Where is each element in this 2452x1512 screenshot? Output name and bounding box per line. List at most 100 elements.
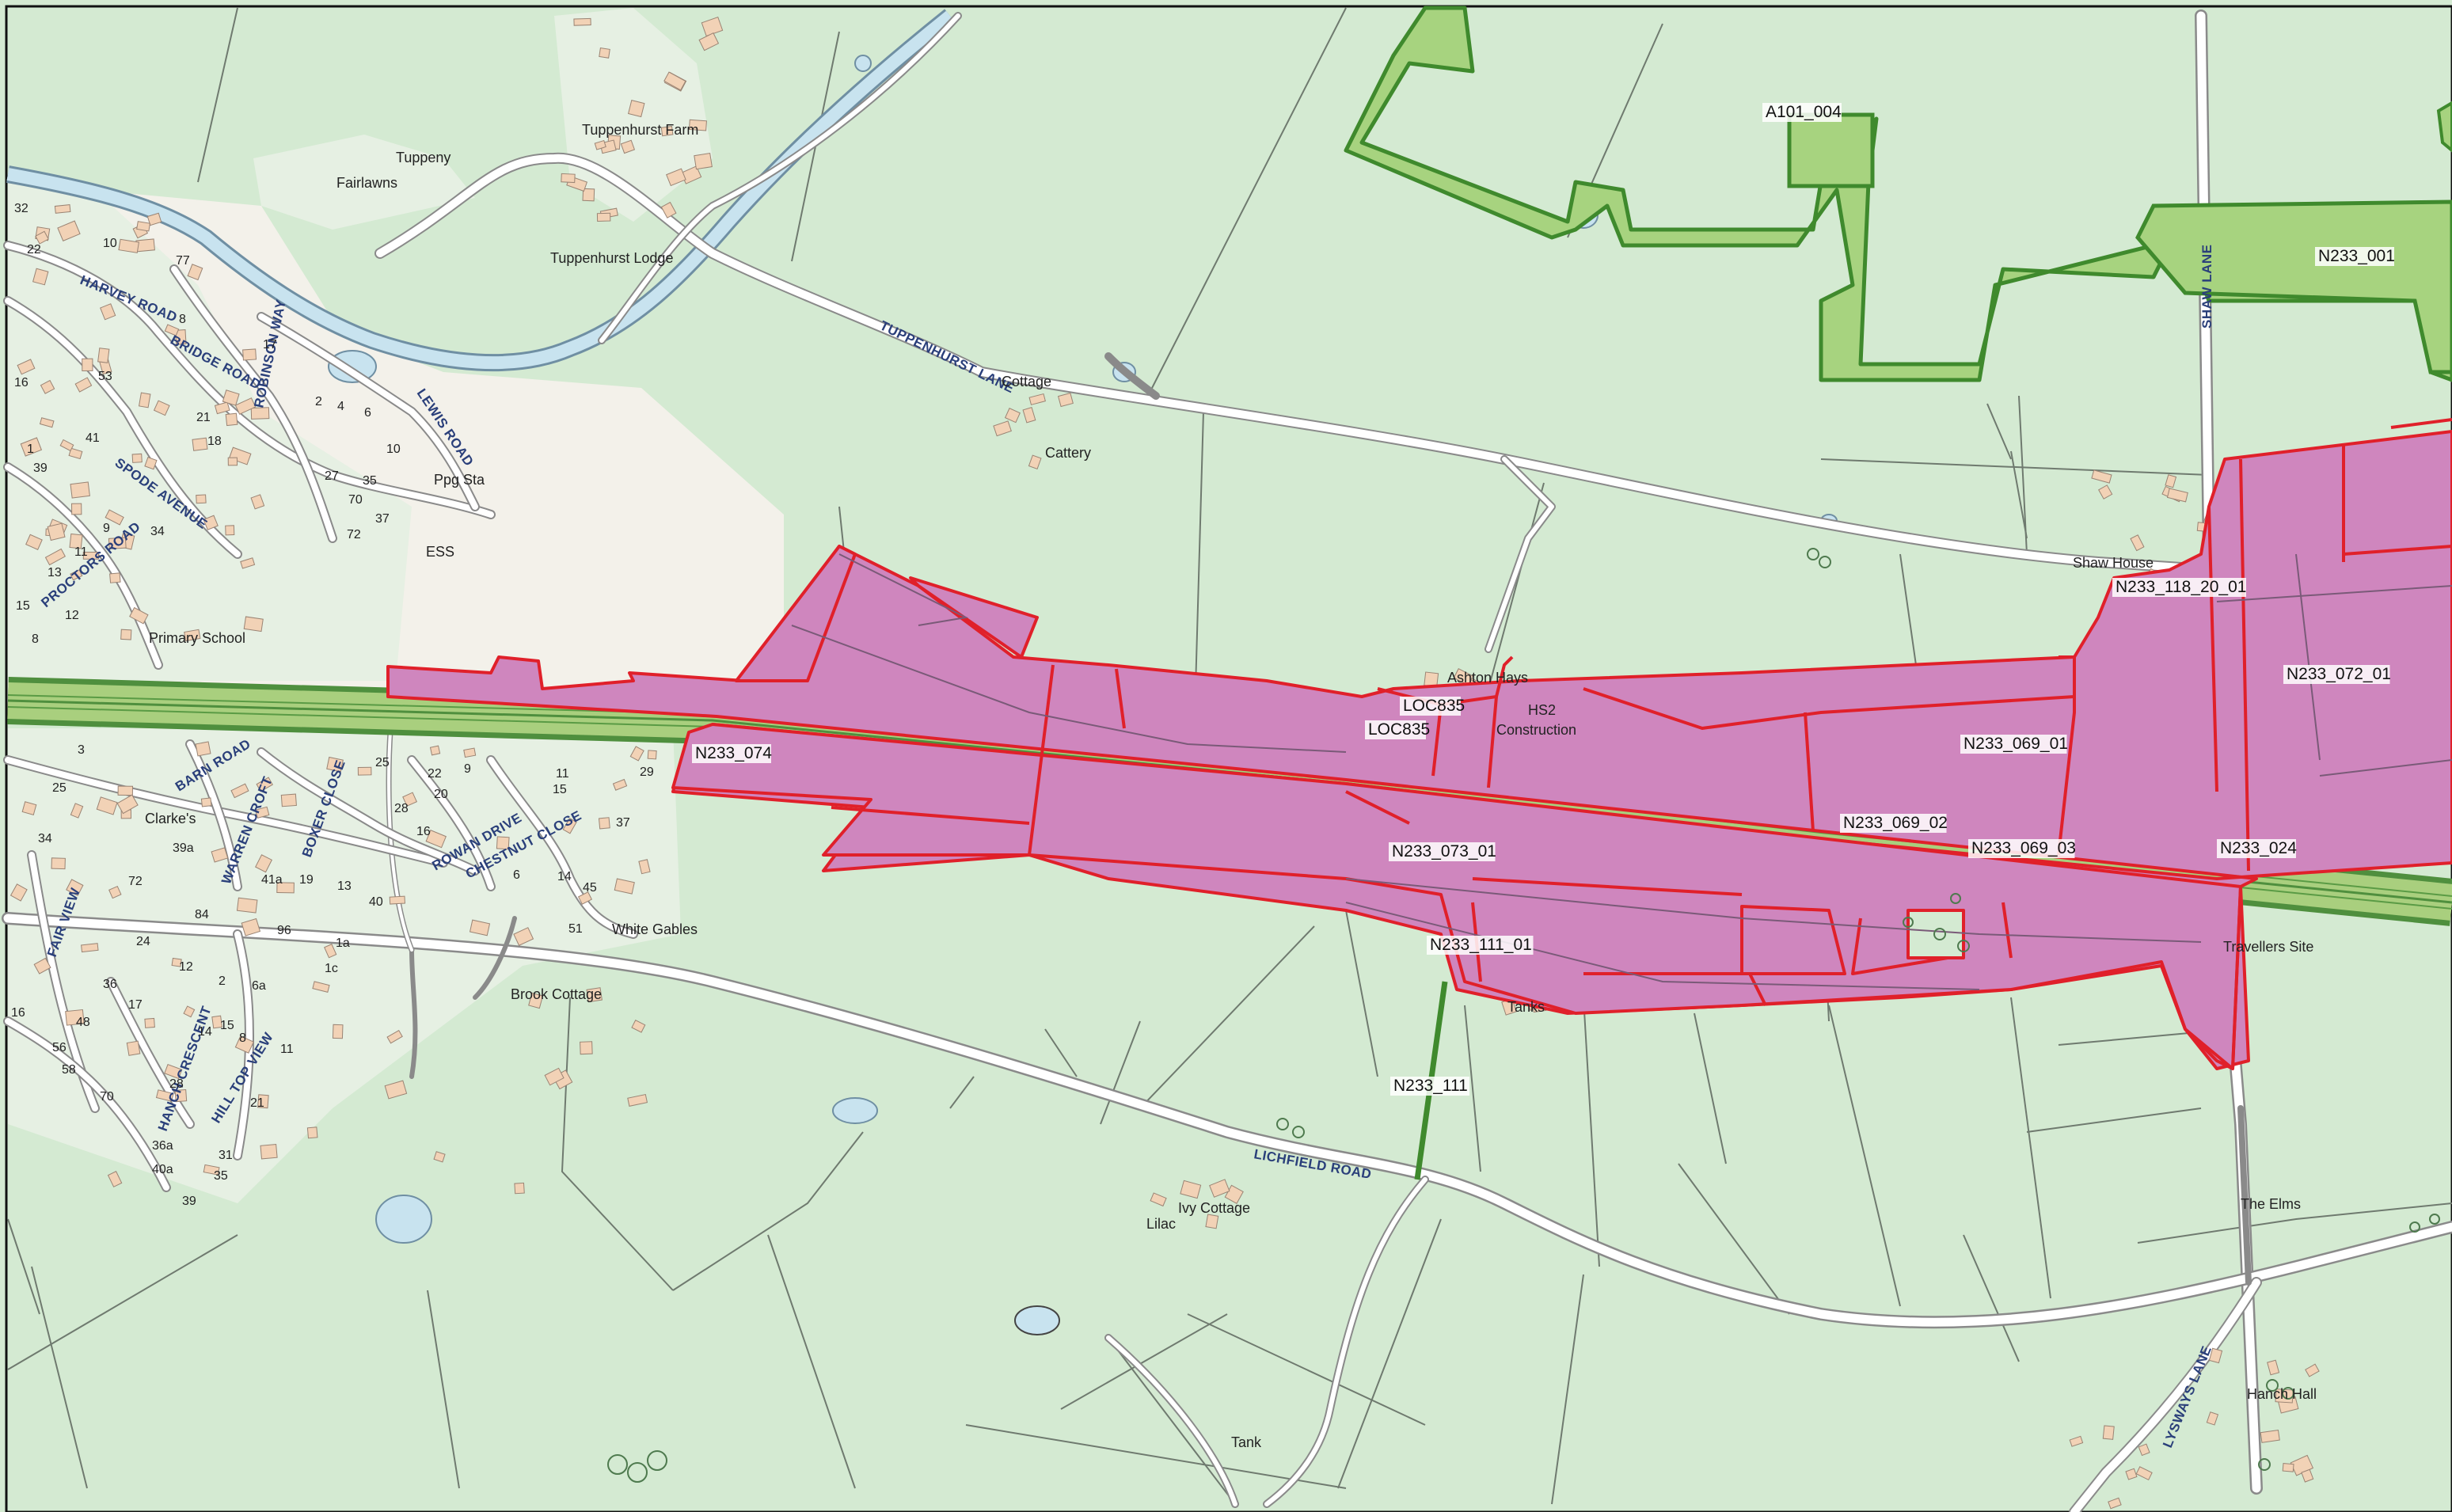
building bbox=[230, 783, 249, 799]
house-number: 22 bbox=[428, 767, 442, 781]
house-number: 16 bbox=[14, 376, 29, 389]
building bbox=[1205, 1214, 1219, 1229]
parcel-label-a101-004[interactable]: A101_004 bbox=[1762, 103, 1842, 122]
house-number: 31 bbox=[219, 1149, 233, 1162]
house-number: 1c bbox=[325, 962, 338, 975]
house-number: 36a bbox=[152, 1139, 173, 1153]
house-number: 32 bbox=[14, 202, 29, 215]
building bbox=[402, 792, 418, 807]
parcel-label-n233-001[interactable]: N233_001 bbox=[2315, 247, 2395, 266]
place-label: HS2 bbox=[1528, 702, 1556, 718]
building bbox=[594, 139, 606, 150]
parcel-label-n233-069-01[interactable]: N233_069_01 bbox=[1960, 735, 2068, 754]
parcel-label-loc835-a[interactable]: LOC835 bbox=[1400, 697, 1465, 716]
parcel-label-n233-069-02[interactable]: N233_069_02 bbox=[1840, 814, 1948, 833]
place-label: Construction bbox=[1496, 722, 1576, 738]
building bbox=[240, 557, 256, 569]
building bbox=[306, 1126, 318, 1139]
parcel-label-n233-118-20-01[interactable]: N233_118_20_01 bbox=[2112, 578, 2246, 597]
parcel-label-n233-074[interactable]: N233_074 bbox=[692, 744, 772, 763]
building bbox=[384, 1080, 408, 1100]
building bbox=[429, 745, 441, 756]
house-number: 3 bbox=[78, 743, 85, 757]
place-label: White Gables bbox=[612, 921, 698, 937]
parcel-label-n233-111[interactable]: N233_111 bbox=[1390, 1077, 1469, 1096]
building bbox=[544, 1067, 565, 1086]
building bbox=[214, 401, 230, 415]
building bbox=[2125, 1468, 2138, 1480]
house-number: 40a bbox=[152, 1163, 173, 1176]
house-number: 25 bbox=[52, 781, 67, 795]
building bbox=[70, 481, 90, 499]
building bbox=[105, 509, 124, 526]
place-label: Tuppenhurst Lodge bbox=[550, 250, 673, 266]
building bbox=[183, 1005, 196, 1018]
building bbox=[2138, 1443, 2150, 1457]
building bbox=[357, 766, 372, 776]
building bbox=[1057, 392, 1074, 408]
house-number: 14 bbox=[557, 870, 572, 883]
house-number: 77 bbox=[176, 254, 190, 268]
house-number: 53 bbox=[98, 370, 112, 383]
parcel-label-text: LOC835 bbox=[1403, 697, 1465, 715]
building bbox=[108, 885, 122, 899]
parcel-label-n233-072-01[interactable]: N233_072_01 bbox=[2283, 665, 2391, 684]
parcel-label-loc835-b[interactable]: LOC835 bbox=[1365, 720, 1430, 739]
building bbox=[222, 389, 240, 406]
building bbox=[2130, 534, 2145, 552]
building bbox=[663, 71, 686, 91]
house-number: 12 bbox=[179, 960, 193, 974]
parcel-label-n233-069-03[interactable]: N233_069_03 bbox=[1968, 839, 2076, 858]
parcel-label-background bbox=[692, 744, 771, 763]
building bbox=[577, 891, 593, 905]
parcel-label-n233-024[interactable]: N233_024 bbox=[2217, 839, 2297, 858]
building bbox=[598, 817, 610, 830]
building bbox=[573, 17, 591, 26]
parcel-label-n233-111-01[interactable]: N233_111_01 bbox=[1427, 936, 1534, 955]
building bbox=[51, 857, 66, 870]
house-number: 8 bbox=[239, 1031, 246, 1045]
building bbox=[57, 220, 81, 241]
building bbox=[144, 456, 158, 470]
building bbox=[227, 457, 238, 466]
building bbox=[25, 534, 43, 550]
house-number: 70 bbox=[348, 493, 363, 507]
parcel-label-background bbox=[2112, 578, 2246, 597]
pond-icon bbox=[375, 1195, 432, 1244]
building bbox=[1028, 454, 1042, 470]
building bbox=[203, 1164, 220, 1176]
house-number: 1a bbox=[336, 936, 350, 950]
building bbox=[1028, 393, 1046, 405]
parcel-label-text: N233_001 bbox=[2318, 247, 2395, 265]
building bbox=[463, 747, 477, 758]
parcel-label-text: N233_072_01 bbox=[2287, 665, 2391, 683]
parcel-label-background bbox=[1840, 814, 1947, 833]
building bbox=[2091, 469, 2112, 484]
building bbox=[54, 204, 71, 214]
building bbox=[627, 1093, 648, 1107]
building bbox=[138, 392, 151, 408]
building bbox=[2282, 1463, 2294, 1472]
building bbox=[236, 897, 258, 914]
building bbox=[68, 447, 83, 460]
parcel-label-n233-073-01[interactable]: N233_073_01 bbox=[1389, 842, 1496, 861]
parcel-label-text: N233_073_01 bbox=[1392, 842, 1496, 860]
building bbox=[250, 494, 265, 510]
building bbox=[153, 400, 170, 416]
house-number: 18 bbox=[207, 435, 222, 448]
building bbox=[131, 453, 143, 463]
building bbox=[175, 329, 187, 345]
building bbox=[97, 348, 110, 363]
place-label: Travellers Site bbox=[2223, 939, 2313, 955]
place-label: Shaw House bbox=[2073, 555, 2154, 571]
building bbox=[312, 981, 330, 993]
building bbox=[225, 525, 235, 536]
building bbox=[100, 303, 116, 321]
house-number: 16 bbox=[416, 825, 431, 838]
place-label: Cattery bbox=[1045, 445, 1091, 461]
building bbox=[332, 1024, 344, 1039]
building bbox=[386, 1029, 403, 1044]
building bbox=[117, 785, 134, 796]
parcel-label-background bbox=[1390, 1077, 1469, 1096]
